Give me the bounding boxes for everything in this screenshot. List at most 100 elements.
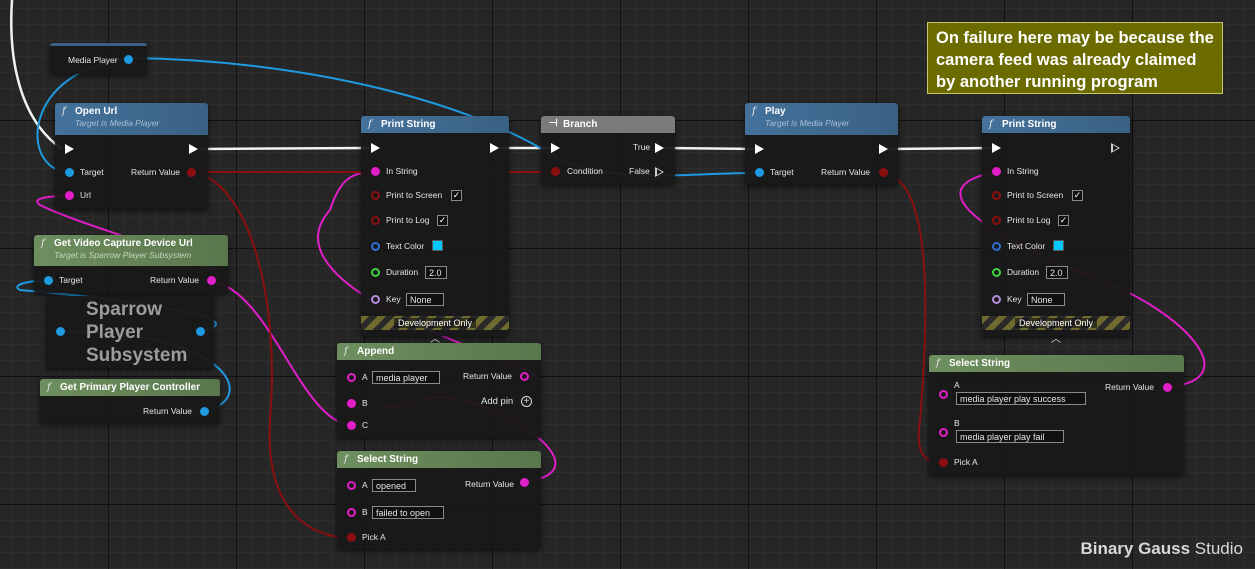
print-string-2-print-to-log-pin[interactable] [992, 216, 1001, 225]
comment-box[interactable]: On failure here may be because the camer… [927, 22, 1223, 94]
string-wire-videourl-append-c [210, 280, 351, 426]
select-string-2-pick-a-pin[interactable] [939, 458, 948, 467]
print-string-1-text-color-label: Text Color [386, 241, 425, 251]
print-string-1-print-to-log-pin[interactable] [371, 216, 380, 225]
print-string-2-print-to-screen-pin[interactable] [992, 191, 1001, 200]
print-string-1-dev-only-label: Development Only [393, 318, 477, 328]
player-controller-return-pin[interactable] [200, 407, 209, 416]
append-a-pin[interactable] [347, 373, 356, 382]
print-string-2-print-to-log-checkbox[interactable]: ✓ [1058, 215, 1069, 226]
branch-true-label: True [633, 142, 651, 152]
print-string-1-text-color-pin[interactable] [371, 242, 380, 251]
select-string-1-return-pin[interactable] [520, 478, 529, 487]
print-string-1-exec-out-pin[interactable] [490, 143, 499, 153]
get-video-url-return-pin[interactable] [207, 276, 216, 285]
open-url-return-pin[interactable] [187, 168, 196, 177]
append-c-pin[interactable] [347, 421, 356, 430]
open-url-url-pin[interactable] [65, 191, 74, 200]
print-string-1-collapse-chevron-icon[interactable]: ︿ [430, 334, 440, 345]
select-string-1-a-pin[interactable] [347, 481, 356, 490]
media-player-label: Media Player [68, 55, 118, 65]
select-string-node-1[interactable]: f Select String A opened Return Value B … [337, 451, 541, 549]
play-return-pin[interactable] [879, 168, 888, 177]
print-string-2-print-to-log-label: Print to Log [1007, 215, 1051, 225]
print-string-2-in-string-pin[interactable] [992, 167, 1001, 176]
append-add-pin-label: Add pin [481, 396, 514, 407]
print-string-1-key-pin[interactable] [371, 295, 380, 304]
open-url-exec-in-pin[interactable] [65, 144, 74, 154]
print-string-2-key-input[interactable]: None [1027, 293, 1065, 306]
select-string-1-b-pin[interactable] [347, 508, 356, 517]
print-string-1-print-to-log-checkbox[interactable]: ✓ [437, 215, 448, 226]
append-b-pin[interactable] [347, 399, 356, 408]
print-string-2-duration-input[interactable]: 2.0 [1046, 266, 1068, 279]
select-string-2-return-pin[interactable] [1163, 383, 1172, 392]
print-string-2-print-to-screen-label: Print to Screen [1007, 190, 1064, 200]
play-exec-out-pin[interactable] [879, 144, 888, 154]
print-string-2-dev-only-label: Development Only [1014, 318, 1098, 328]
add-pin-icon[interactable]: + [521, 396, 532, 407]
print-string-1-duration-input[interactable]: 2.0 [425, 266, 447, 279]
function-icon: f [989, 119, 993, 130]
print-string-2-exec-out-pin[interactable] [1111, 143, 1120, 153]
select-string-2-b-input[interactable]: media player play fail [956, 430, 1064, 443]
print-string-1-print-to-screen-checkbox[interactable]: ✓ [451, 190, 462, 201]
print-string-2-collapse-chevron-icon[interactable]: ︿ [1051, 334, 1061, 345]
select-string-node-2[interactable]: f Select String A media player play succ… [929, 355, 1184, 475]
media-player-output-pin[interactable] [124, 55, 133, 64]
branch-false-label: False [629, 166, 650, 176]
print-string-2-text-color-pin[interactable] [992, 242, 1001, 251]
select-string-2-return-label: Return Value [1105, 382, 1154, 392]
print-string-node-1[interactable]: f Print String In String Print to Screen… [361, 116, 509, 336]
print-string-1-in-string-pin[interactable] [371, 167, 380, 176]
branch-condition-pin[interactable] [551, 167, 560, 176]
print-string-2-text-color-swatch[interactable] [1053, 240, 1064, 251]
select-string-1-a-input[interactable]: opened [372, 479, 416, 492]
get-video-url-target-pin[interactable] [44, 276, 53, 285]
open-url-target-label: Target [80, 167, 104, 177]
open-url-title: Open Url [75, 106, 118, 117]
print-string-2-exec-in-pin[interactable] [992, 143, 1001, 153]
branch-node[interactable]: ⊣ Branch True Condition False [541, 116, 675, 184]
print-string-1-print-to-screen-pin[interactable] [371, 191, 380, 200]
sparrow-player-subsystem-node[interactable]: Sparrow Player Subsystem [46, 296, 214, 368]
play-node[interactable]: f Play Target is Media Player Target Ret… [745, 103, 898, 185]
select-string-1-pick-a-pin[interactable] [347, 533, 356, 542]
print-string-1-key-input[interactable]: None [406, 293, 444, 306]
play-return-label: Return Value [821, 167, 870, 177]
subsystem-output-pin[interactable] [196, 327, 205, 336]
print-string-1-exec-in-pin[interactable] [371, 143, 380, 153]
append-node[interactable]: f Append A media player Return Value B A… [337, 343, 541, 438]
open-url-node[interactable]: f Open Url Target is Media Player Target… [55, 103, 208, 209]
print-string-1-text-color-swatch[interactable] [432, 240, 443, 251]
get-video-url-title: Get Video Capture Device Url [54, 238, 193, 249]
print-string-node-2[interactable]: f Print String In String Print to Screen… [982, 116, 1130, 336]
media-player-variable-node[interactable]: Media Player [50, 43, 147, 74]
open-url-exec-out-pin[interactable] [189, 144, 198, 154]
open-url-target-pin[interactable] [65, 168, 74, 177]
append-a-input[interactable]: media player [372, 371, 440, 384]
append-return-pin[interactable] [520, 372, 529, 381]
select-string-1-b-input[interactable]: failed to open [372, 506, 444, 519]
exec-wire-openurl-print1 [200, 146, 370, 151]
get-video-capture-url-node[interactable]: f Get Video Capture Device Url Target is… [34, 235, 228, 293]
play-exec-in-pin[interactable] [755, 144, 764, 154]
select-string-2-b-pin[interactable] [939, 428, 948, 437]
branding-name: Binary Gauss [1080, 539, 1191, 558]
branch-true-pin[interactable] [655, 143, 664, 153]
select-string-2-a-input[interactable]: media player play success [956, 392, 1086, 405]
branch-exec-in-pin[interactable] [551, 143, 560, 153]
branding-suffix: Studio [1190, 539, 1243, 558]
print-string-2-duration-pin[interactable] [992, 268, 1001, 277]
select-string-2-a-pin[interactable] [939, 390, 948, 399]
function-icon: f [344, 454, 348, 465]
subsystem-input-pin[interactable] [56, 327, 65, 336]
function-icon: f [41, 238, 45, 249]
print-string-2-key-pin[interactable] [992, 295, 1001, 304]
play-target-pin[interactable] [755, 168, 764, 177]
branch-false-pin[interactable] [655, 167, 664, 177]
print-string-1-print-to-log-label: Print to Log [386, 215, 430, 225]
print-string-2-print-to-screen-checkbox[interactable]: ✓ [1072, 190, 1083, 201]
print-string-1-duration-pin[interactable] [371, 268, 380, 277]
get-primary-player-controller-node[interactable]: f Get Primary Player Controller Return V… [40, 379, 220, 423]
